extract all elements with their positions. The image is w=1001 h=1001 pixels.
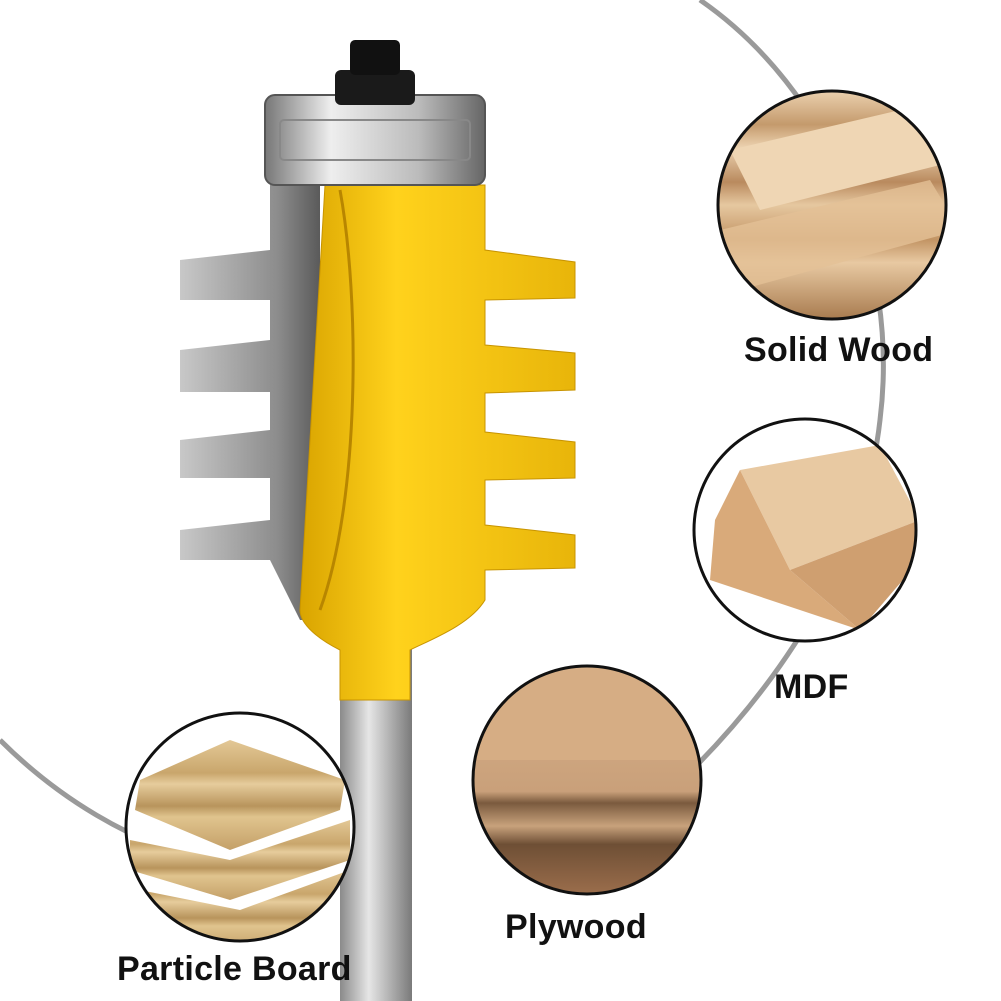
nut [335, 70, 415, 105]
mdf-image [692, 417, 918, 643]
particle-board-image [124, 711, 356, 943]
plywood-image [471, 664, 703, 896]
screw-head [350, 40, 400, 75]
label-plywood: Plywood [505, 908, 647, 946]
carbide-blade [180, 185, 320, 620]
label-solid-wood: Solid Wood [744, 331, 934, 369]
label-mdf: MDF [774, 668, 849, 706]
label-particle-board: Particle Board [117, 950, 352, 988]
bearing [264, 94, 486, 186]
solid-wood-image [716, 89, 948, 321]
cutter-body [299, 184, 576, 701]
